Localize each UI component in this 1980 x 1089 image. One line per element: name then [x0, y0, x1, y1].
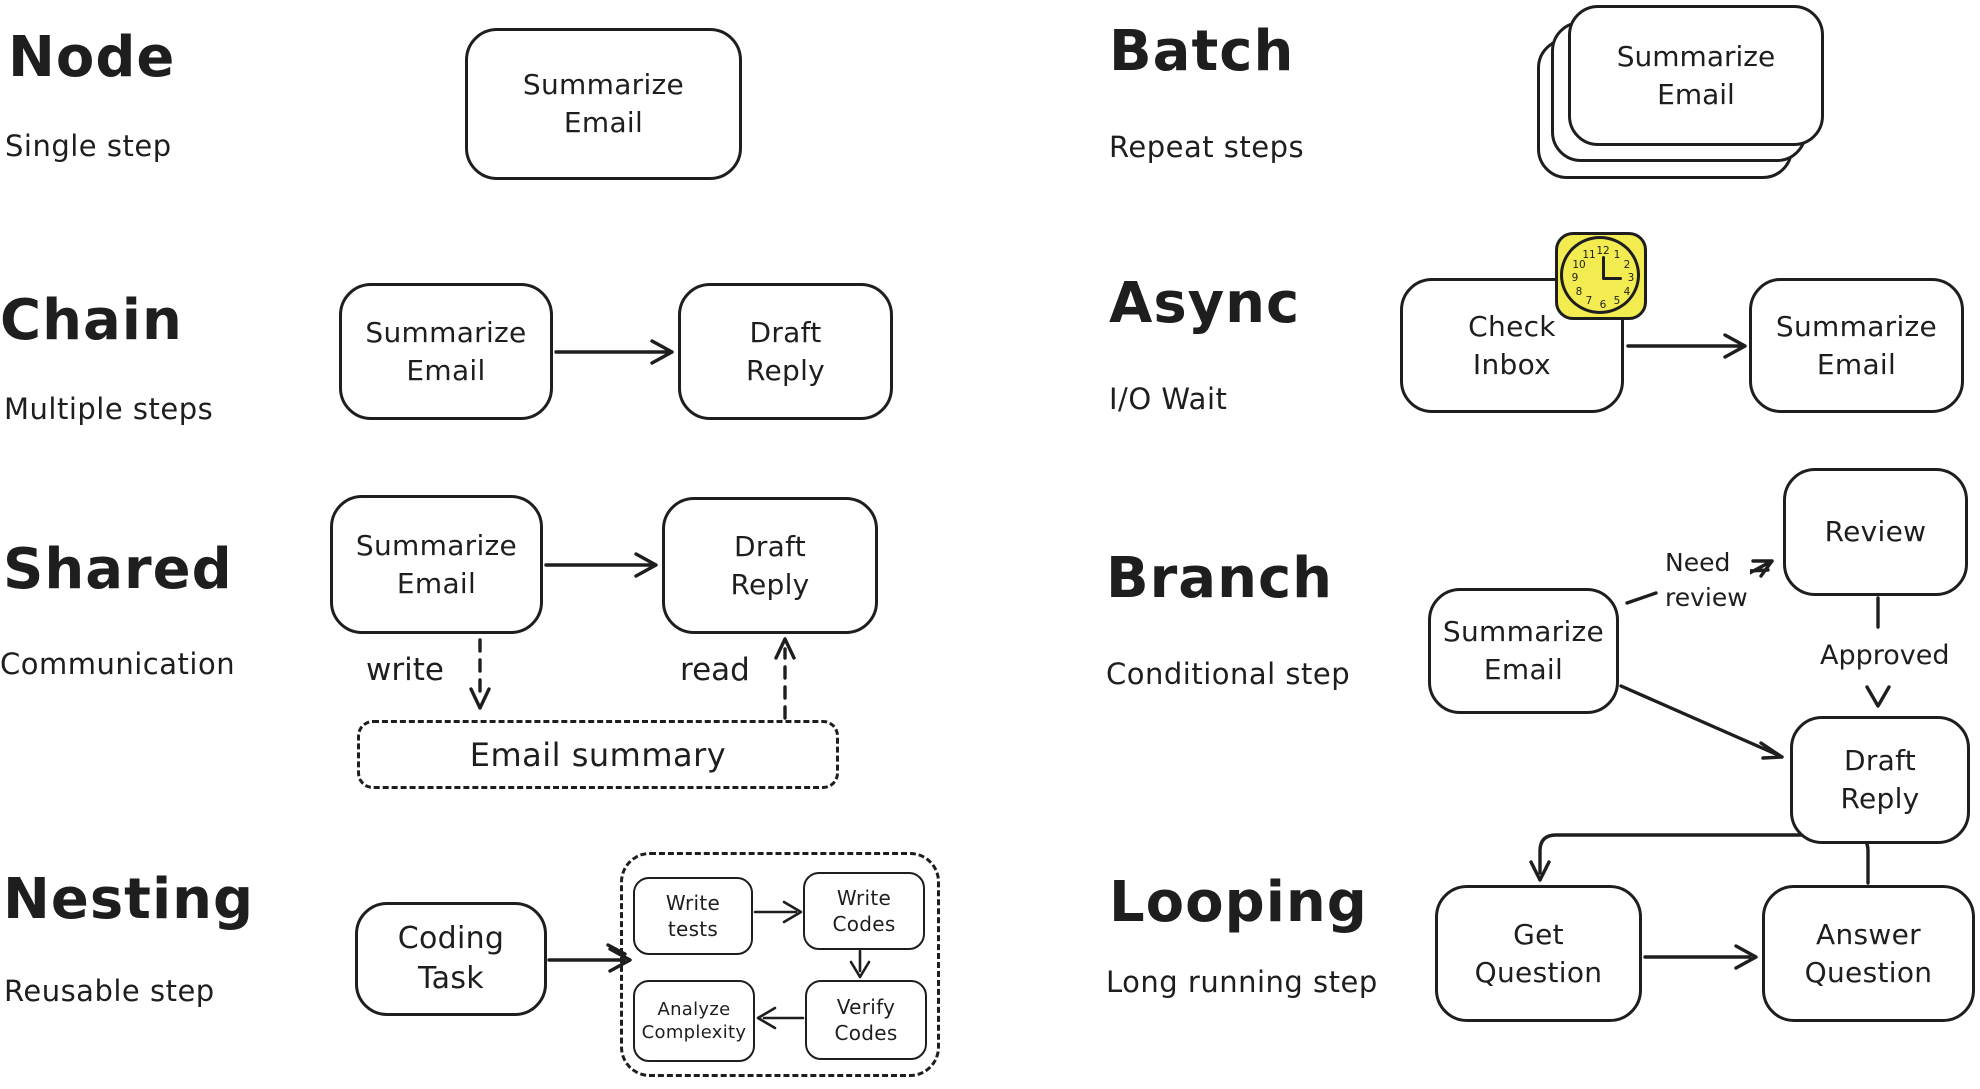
shared-write-arrow: [469, 638, 491, 710]
nesting-inner-box-analyze-complexity: Analyze Complexity: [633, 980, 755, 1062]
node-title: Node: [8, 25, 176, 90]
clock-number: 10: [1572, 258, 1586, 271]
clock-number: 6: [1599, 298, 1607, 311]
node-subtitle: Single step: [5, 129, 172, 163]
shared-arrow: [544, 552, 658, 578]
branch-title: Branch: [1106, 546, 1334, 611]
branch-direct-arrow: [1619, 684, 1784, 760]
async-arrow: [1626, 333, 1747, 359]
nesting-arrow: [547, 943, 632, 973]
looping-subtitle: Long running step: [1106, 965, 1378, 999]
clock-number: 3: [1627, 271, 1635, 284]
nesting-step-box: Coding Task: [355, 902, 547, 1016]
clock-number: 12: [1596, 244, 1610, 257]
chain-step-box-2: Draft Reply: [678, 283, 893, 420]
branch-step-box-review: Review: [1783, 468, 1968, 596]
branch-step-box-draft-reply: Draft Reply: [1790, 716, 1970, 844]
batch-subtitle: Repeat steps: [1109, 130, 1305, 164]
clock-hour-hand: [1603, 277, 1622, 280]
chain-subtitle: Multiple steps: [4, 392, 214, 426]
batch-title: Batch: [1109, 19, 1295, 84]
shared-step-box-2: Draft Reply: [662, 497, 878, 634]
read-edge-label: read: [678, 650, 752, 691]
clock-number: 7: [1585, 294, 1593, 307]
async-title: Async: [1109, 271, 1301, 336]
async-step-box-summarize: Summarize Email: [1749, 278, 1964, 413]
clock-number: 5: [1613, 294, 1621, 307]
clock-number: 4: [1623, 285, 1631, 298]
clock-number: 8: [1575, 285, 1583, 298]
node-step-box: Summarize Email: [465, 28, 742, 180]
batch-step-box: Summarize Email: [1568, 5, 1824, 146]
clock-number: 2: [1623, 258, 1631, 271]
nesting-inner-box-verify-codes: Verify Codes: [805, 980, 927, 1060]
shared-subtitle: Communication: [0, 647, 236, 681]
clock-icon: 12 1 2 3 4 5 6 7 8 9 10 11: [1555, 232, 1647, 320]
async-subtitle: I/O Wait: [1109, 382, 1228, 416]
shared-read-arrow: [774, 637, 796, 720]
chain-step-box-1: Summarize Email: [339, 283, 553, 420]
nesting-subtitle: Reusable step: [4, 974, 215, 1008]
clock-number: 9: [1571, 271, 1579, 284]
clock-number: 11: [1582, 248, 1596, 261]
nesting-flow-container: [620, 852, 940, 1077]
looping-arrow: [1643, 944, 1758, 970]
looping-step-box-get-question: Get Question: [1435, 885, 1642, 1022]
shared-title: Shared: [3, 537, 233, 602]
chain-arrow: [554, 339, 674, 365]
shared-store-box: Email summary: [357, 720, 839, 789]
looping-step-box-answer-question: Answer Question: [1762, 885, 1975, 1022]
nesting-title: Nesting: [3, 867, 255, 932]
branch-step-box-summarize: Summarize Email: [1428, 588, 1619, 714]
approved-edge-label: Approved: [1818, 638, 1950, 674]
need-review-edge-label: Need review: [1663, 545, 1750, 615]
branch-subtitle: Conditional step: [1106, 657, 1351, 691]
write-edge-label: write: [364, 650, 446, 691]
shared-step-box-1: Summarize Email: [330, 495, 543, 634]
nesting-inner-box-write-tests: Write tests: [633, 877, 753, 955]
clock-minute-hand: [1601, 256, 1605, 280]
chain-title: Chain: [0, 288, 183, 353]
clock-face: [1560, 236, 1640, 314]
clock-number: 1: [1613, 248, 1621, 261]
looping-title: Looping: [1109, 870, 1368, 935]
nesting-inner-box-write-codes: Write Codes: [803, 872, 925, 950]
